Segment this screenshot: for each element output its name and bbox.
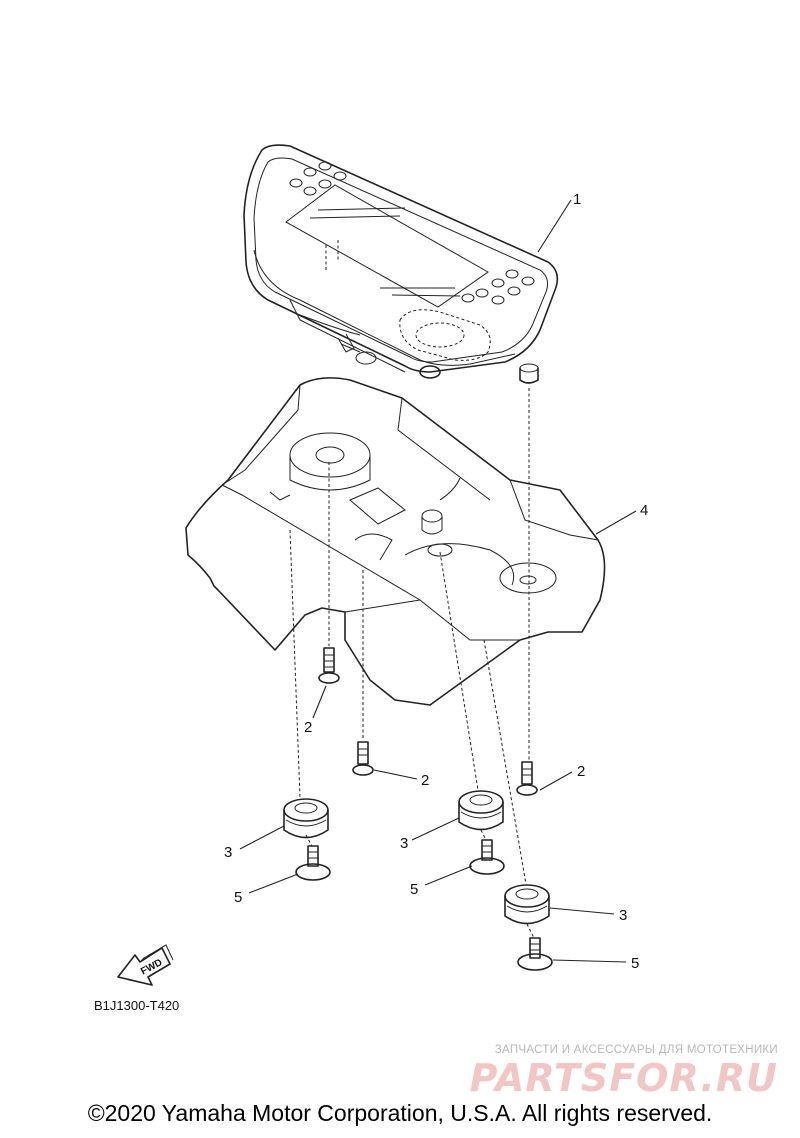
assembly-lines (289, 388, 535, 939)
meter-bracket[interactable] (185, 377, 606, 706)
callout-screw-b: 2 (421, 772, 429, 789)
callout-bolt-b: 5 (410, 881, 418, 898)
callout-bolt-c: 5 (631, 955, 639, 972)
callout-damper-a: 3 (224, 844, 232, 861)
fwd-arrow-icon (117, 944, 174, 986)
callout-damper-c: 3 (619, 907, 627, 924)
bolt-b[interactable] (469, 839, 505, 875)
meter-assembly[interactable] (243, 144, 559, 384)
callout-damper-b: 3 (400, 835, 408, 852)
callout-bolt-a: 5 (234, 889, 242, 906)
screw-b[interactable] (352, 741, 374, 776)
copyright-notice: ©2020 Yamaha Motor Corporation, U.S.A. A… (87, 1100, 713, 1126)
damper-b[interactable] (458, 790, 504, 831)
damper-a[interactable] (283, 798, 329, 839)
leader-lines (239, 199, 637, 963)
callout-screw-c: 2 (577, 763, 585, 780)
watermark-tagline: ЗАПЧАСТИ И АКСЕССУАРЫ ДЛЯ МОТОТЕХНИКИ (494, 1044, 778, 1056)
drawing-code: B1J1300-T420 (94, 998, 179, 1013)
watermark-logo: PARTSFOR.RU (469, 1056, 778, 1100)
bolt-a[interactable] (295, 845, 331, 881)
callout-screw-a: 2 (304, 719, 312, 736)
damper-c[interactable] (504, 884, 550, 925)
screw-a[interactable] (318, 647, 340, 684)
bolt-c[interactable] (517, 937, 553, 971)
callout-bracket: 4 (640, 502, 648, 519)
screw-c[interactable] (516, 761, 538, 796)
callout-meter-assembly: 1 (573, 191, 581, 208)
